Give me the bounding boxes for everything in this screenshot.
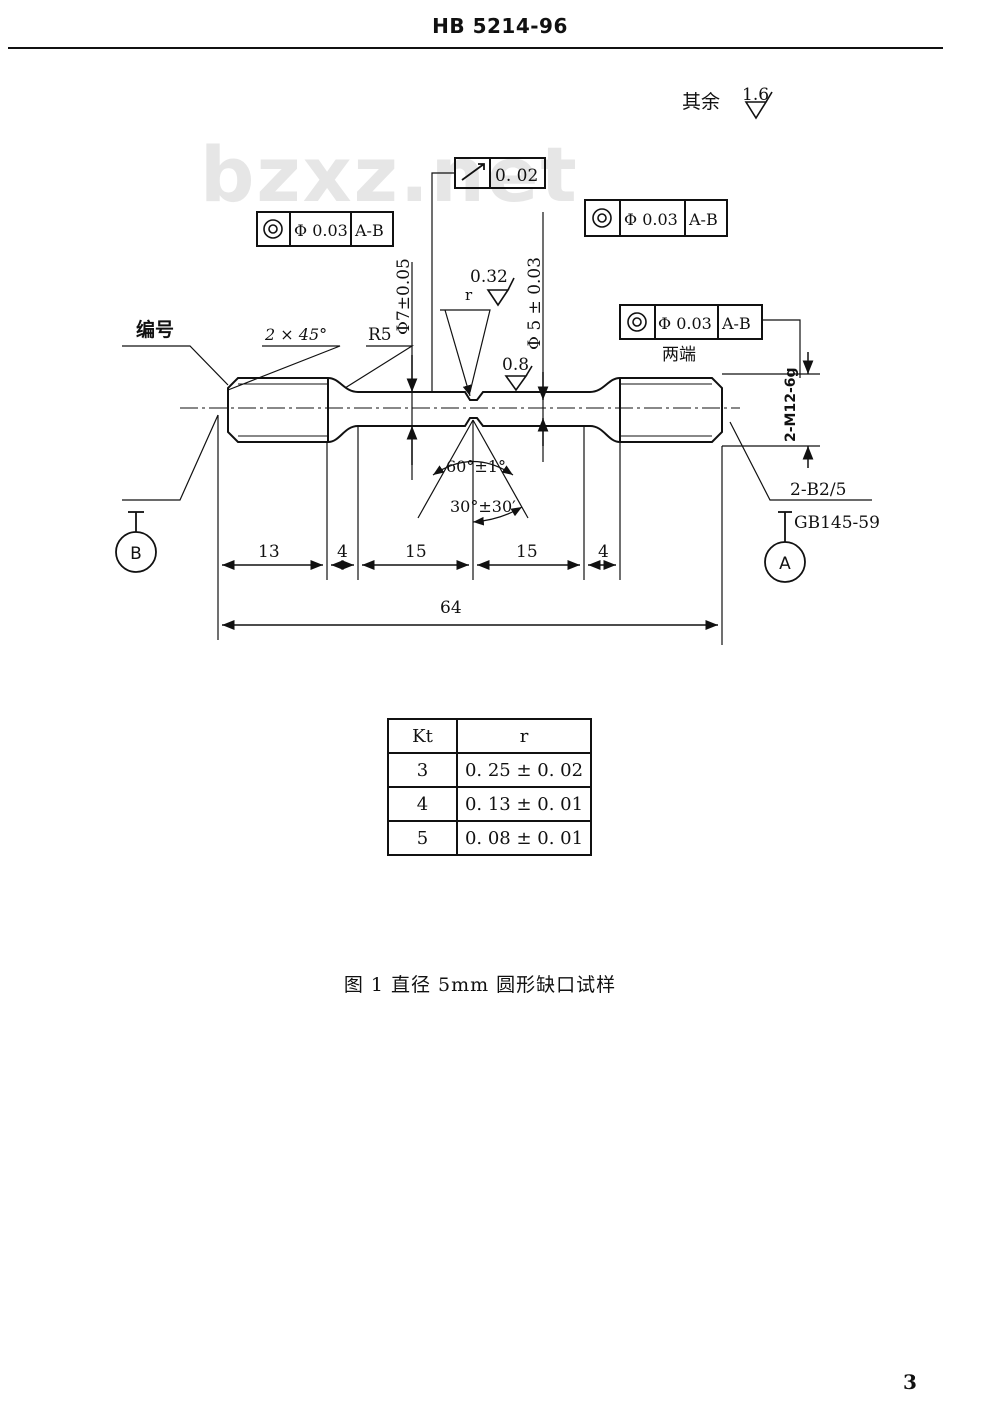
dimension-extension-lines bbox=[217, 415, 723, 645]
dim-dia7: Φ7±0.05 bbox=[394, 258, 414, 335]
header-standard-code: HB 5214-96 bbox=[432, 14, 568, 38]
table-cell: 0. 08 ± 0. 01 bbox=[456, 820, 592, 856]
thread-label: 2-M12-6g bbox=[783, 367, 799, 442]
datum-a-label: A bbox=[779, 554, 791, 574]
runout-frame: 0. 02 bbox=[431, 157, 546, 392]
fcf-ends-note: 两端 bbox=[662, 345, 696, 365]
fcf-left: Φ 0.03 A-B bbox=[256, 211, 394, 247]
specimen-outline bbox=[227, 377, 723, 443]
table-cell: 5 bbox=[387, 820, 458, 856]
dim-64: 64 bbox=[440, 598, 462, 618]
roughness-notch: 0.32 bbox=[470, 267, 508, 287]
fcf-ends: Φ 0.03 A-B 两端 bbox=[619, 304, 801, 378]
table-cell: 4 bbox=[387, 786, 458, 822]
surface-rest-label: 其余 bbox=[682, 91, 720, 113]
center-hole-label: 2-B2/5 bbox=[790, 480, 846, 500]
table-header-r: r bbox=[456, 718, 592, 754]
center-hole-standard: GB145-59 bbox=[794, 513, 880, 533]
marking-label: 编号 bbox=[136, 318, 174, 341]
fcf-left-tolerance: Φ 0.03 bbox=[294, 221, 348, 240]
dim-15-left: 15 bbox=[405, 542, 427, 562]
table-row: 3 0. 25 ± 0. 02 bbox=[387, 752, 592, 788]
fcf-right-tolerance: Φ 0.03 bbox=[624, 210, 678, 229]
fcf-ends-datum: A-B bbox=[721, 314, 751, 333]
table-row: 5 0. 08 ± 0. 01 bbox=[387, 820, 592, 856]
dim-15-right: 15 bbox=[516, 542, 538, 562]
table-cell: 0. 13 ± 0. 01 bbox=[456, 786, 592, 822]
fcf-ends-tolerance: Φ 0.03 bbox=[658, 314, 712, 333]
roughness-neck: 0.8 bbox=[502, 355, 529, 375]
dim-13: 13 bbox=[258, 542, 280, 562]
runout-value: 0. 02 bbox=[495, 166, 538, 186]
table-header-kt: Kt bbox=[387, 718, 458, 754]
table-cell: 3 bbox=[387, 752, 458, 788]
concentricity-icon bbox=[263, 219, 283, 239]
figure-caption: 图 1 直径 5mm 圆形缺口试样 bbox=[343, 974, 617, 996]
table-header-row: Kt r bbox=[387, 718, 592, 754]
watermark: bzxz.net bbox=[200, 130, 579, 219]
dim-dia5: Φ 5 ± 0.03 bbox=[525, 257, 545, 350]
concentricity-icon bbox=[592, 208, 612, 228]
page-number: 3 bbox=[903, 1370, 917, 1394]
kt-r-table: Kt r 3 0. 25 ± 0. 02 4 0. 13 ± 0. 01 5 0… bbox=[387, 718, 592, 856]
datum-a-icon bbox=[764, 541, 806, 583]
notch-radius-label: r bbox=[465, 286, 473, 304]
datum-b-icon bbox=[115, 531, 157, 573]
runout-icon bbox=[461, 163, 485, 181]
table-cell: 0. 25 ± 0. 02 bbox=[456, 752, 592, 788]
fcf-left-datum: A-B bbox=[354, 221, 384, 240]
surface-finish-icon bbox=[744, 91, 773, 120]
header-rule bbox=[8, 47, 943, 49]
surface-finish-icon bbox=[486, 277, 515, 307]
surface-finish-icon bbox=[504, 365, 533, 392]
radius-label: R5 bbox=[368, 325, 392, 345]
concentricity-icon bbox=[627, 312, 647, 332]
fcf-right-datum: A-B bbox=[688, 210, 718, 229]
angle-60: 60°±1° bbox=[446, 457, 506, 476]
dimension-lines bbox=[222, 559, 718, 631]
dim-4-right: 4 bbox=[598, 542, 609, 562]
surface-rest-value: 1.6 bbox=[742, 85, 769, 105]
chamfer-label: 2 × 45° bbox=[264, 325, 327, 344]
angle-30: 30°±30′ bbox=[450, 497, 516, 516]
dim-4-left: 4 bbox=[337, 542, 348, 562]
notch-angle-lines bbox=[417, 419, 529, 530]
datum-b-label: B bbox=[130, 544, 142, 564]
table-row: 4 0. 13 ± 0. 01 bbox=[387, 786, 592, 822]
fcf-right: Φ 0.03 A-B bbox=[584, 199, 728, 237]
